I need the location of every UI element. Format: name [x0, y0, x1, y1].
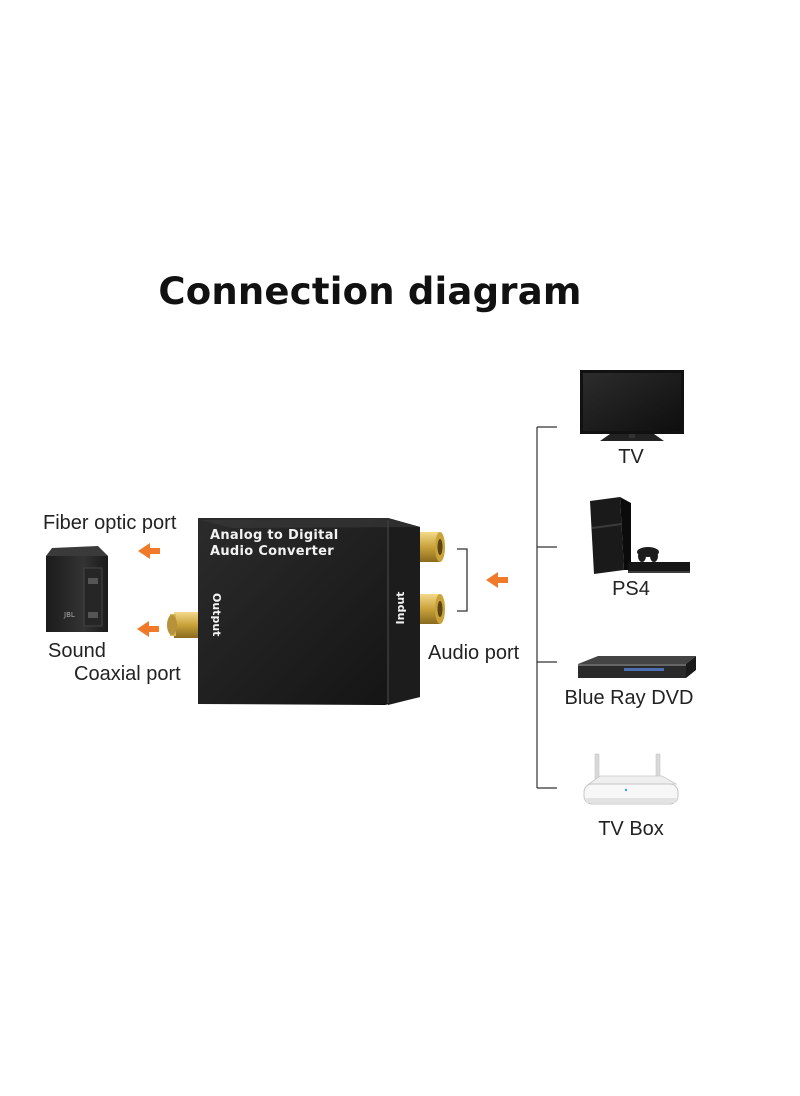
- tv-box-router-icon: [583, 753, 679, 805]
- orange-arrow-icon: [138, 543, 160, 559]
- audio-port-label: Audio port: [428, 642, 520, 664]
- device-connection-lines: [536, 426, 557, 789]
- converter-box: [198, 518, 420, 705]
- svg-text:JBL: JBL: [63, 611, 75, 619]
- device-label-tv-box: TV Box: [598, 818, 664, 840]
- converter-name-line1: Analog to Digital: [210, 528, 339, 543]
- diagram-title: Connection diagram: [158, 270, 582, 313]
- input-bracket: [457, 548, 468, 612]
- output-label: Output: [210, 593, 223, 637]
- orange-arrow-icon: [137, 621, 159, 637]
- speaker-icon: JBL: [46, 546, 108, 632]
- sound-label: Sound: [48, 640, 106, 662]
- device-label-tv: TV: [618, 446, 644, 468]
- ps4-console-icon: [590, 497, 690, 574]
- fiber-optic-port-label: Fiber optic port: [43, 512, 177, 534]
- coaxial-output-connector: [167, 612, 198, 638]
- orange-arrow-icon: [486, 572, 508, 588]
- device-label-ps4: PS4: [612, 578, 650, 600]
- device-label-bluray: Blue Ray DVD: [564, 687, 694, 709]
- converter-name-line2: Audio Converter: [210, 544, 334, 559]
- converter-name: Analog to Digital Audio Converter: [210, 528, 339, 560]
- bluray-player-icon: [578, 656, 696, 678]
- input-label: Input: [394, 591, 407, 625]
- audio-input-connector-bottom: [420, 594, 445, 624]
- audio-input-connector-top: [420, 532, 445, 562]
- tv-icon: [580, 370, 684, 441]
- coaxial-port-label: Coaxial port: [74, 663, 181, 685]
